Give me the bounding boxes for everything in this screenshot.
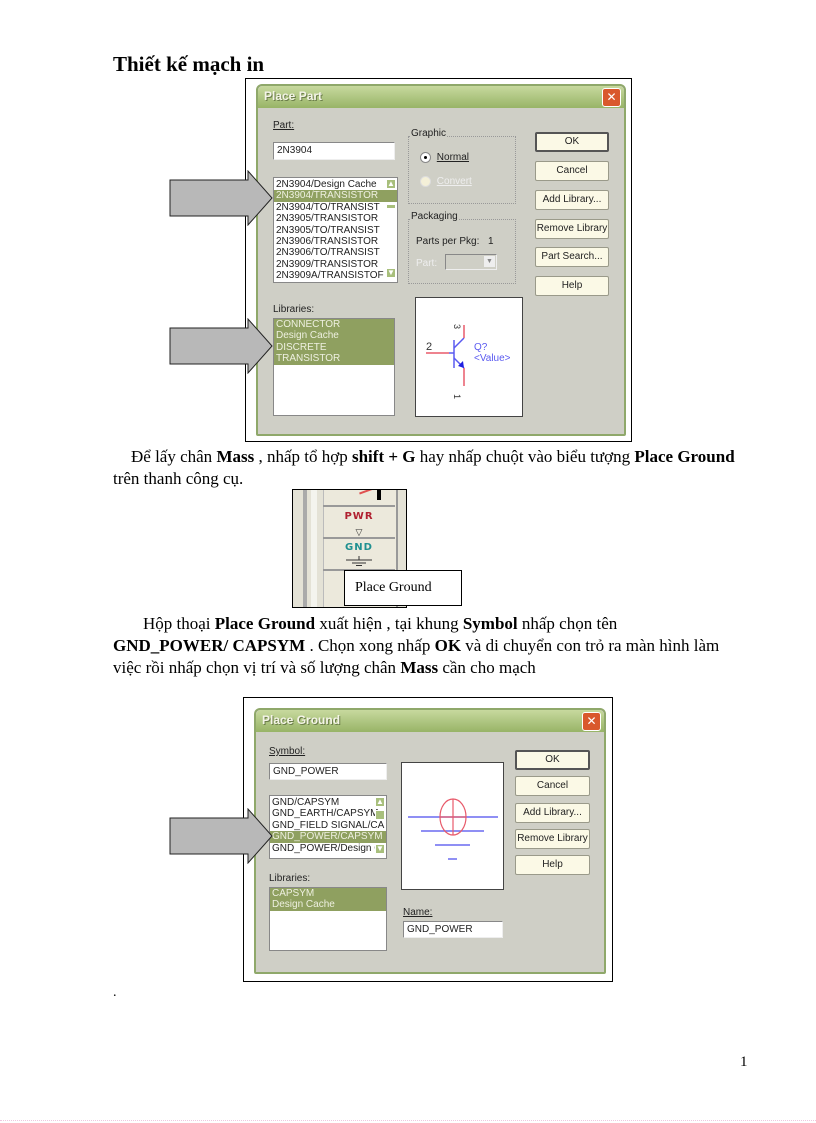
chevron-down-icon[interactable]: ▼: [484, 256, 495, 267]
place-part-screenshot: Place Part ✕ Part: 2N3904 2N3904/Design …: [245, 78, 632, 442]
dialog-titlebar: Place Ground ✕: [256, 710, 604, 732]
list-item[interactable]: GND_FIELD SIGNAL/CA: [272, 819, 385, 831]
library-item[interactable]: DISCRETE: [274, 341, 394, 354]
part-input[interactable]: 2N3904: [273, 142, 395, 160]
ground-preview: [401, 762, 504, 890]
scrollbar-thumb[interactable]: [386, 204, 396, 209]
close-button[interactable]: ✕: [602, 88, 621, 107]
svg-text:2: 2: [426, 341, 432, 353]
name-label: Name:: [403, 907, 433, 918]
place-ground-tooltip: Place Ground: [344, 570, 462, 606]
svg-text:Q?: Q?: [474, 342, 488, 353]
page-heading: Thiết kế mạch in: [113, 52, 265, 76]
library-item[interactable]: TRANSISTOR: [274, 353, 394, 365]
arrow-pointer-icon: [169, 808, 273, 864]
place-part-dialog: Place Part ✕ Part: 2N3904 2N3904/Design …: [256, 84, 626, 436]
scroll-down-icon[interactable]: ▼: [386, 268, 396, 278]
ground-symbol-preview-icon: [408, 798, 498, 860]
cancel-button[interactable]: Cancel: [515, 776, 590, 796]
packaging-group: [408, 219, 516, 284]
trailing-dot: .: [113, 985, 117, 1000]
libraries-list[interactable]: CONNECTOR Design Cache DISCRETE TRANSIST…: [273, 318, 395, 416]
transistor-symbol-icon: 2 3 1 Q? <Value>: [426, 324, 511, 399]
part-preview: 2 3 1 Q? <Value>: [415, 297, 523, 417]
close-button[interactable]: ✕: [582, 712, 601, 731]
power-symbol-icon: ▽: [355, 527, 363, 537]
paragraph-place-ground-hint: Để lấy chân Mass , nhấp tổ hợp shift + G…: [113, 447, 735, 488]
place-ground-button[interactable]: GND: [323, 539, 395, 571]
libraries-label: Libraries:: [269, 873, 311, 884]
symbol-label: Symbol:: [269, 746, 306, 757]
ok-button[interactable]: OK: [515, 750, 590, 770]
packaging-group-title: Packaging: [410, 211, 459, 222]
help-button[interactable]: Help: [515, 855, 590, 875]
libraries-label: Libraries:: [273, 304, 315, 315]
list-item[interactable]: 2N3905/TO/TRANSIST: [276, 224, 380, 236]
name-input[interactable]: GND_POWER: [403, 921, 503, 938]
scroll-down-icon[interactable]: ▼: [375, 844, 385, 854]
page-number: 1: [740, 1054, 748, 1070]
parts-per-pkg-value: 1: [488, 236, 494, 247]
scrollbar-thumb[interactable]: [375, 810, 385, 820]
list-item[interactable]: 2N3906/TRANSISTOR: [276, 235, 379, 247]
arrow-pointer-icon: [169, 318, 273, 374]
list-item[interactable]: 2N3904/TO/TRANSIST: [276, 201, 380, 213]
parts-per-pkg-label: Parts per Pkg:: [416, 236, 480, 247]
radio-disabled-icon: [420, 176, 431, 187]
power-icon-label: PWR: [344, 511, 374, 522]
place-power-button[interactable]: PWR ▽: [323, 507, 395, 539]
part-label: Part:: [273, 120, 295, 131]
parts-list[interactable]: 2N3904/Design Cache 2N3904/TRANSISTOR 2N…: [273, 177, 398, 283]
list-item[interactable]: 2N3905/TRANSISTOR: [276, 213, 379, 225]
graphic-group: [408, 136, 516, 204]
page-boundary-line: [0, 1120, 816, 1121]
list-item[interactable]: GND/CAPSYM: [272, 797, 340, 808]
scroll-up-icon[interactable]: ▲: [386, 179, 396, 189]
symbol-list[interactable]: GND/CAPSYM GND_EARTH/CAPSYM GND_FIELD SI…: [269, 795, 387, 859]
list-item-selected[interactable]: 2N3904/TRANSISTOR: [274, 190, 397, 202]
graphic-group-title: Graphic: [410, 128, 448, 139]
list-item[interactable]: 2N3909A/TRANSISTOF: [276, 270, 384, 282]
ground-symbol-icon: [346, 556, 372, 566]
radio-normal[interactable]: Normal: [420, 152, 469, 163]
library-item[interactable]: CAPSYM: [270, 888, 386, 900]
radio-selected-icon: [420, 152, 431, 163]
radio-convert[interactable]: Convert: [420, 176, 472, 187]
library-item[interactable]: Design Cache: [274, 330, 394, 342]
list-item[interactable]: 2N3906/TO/TRANSIST: [276, 247, 380, 259]
list-item[interactable]: GND_EARTH/CAPSYM: [272, 808, 379, 820]
add-library-button[interactable]: Add Library...: [515, 803, 590, 823]
dialog-title: Place Ground: [262, 713, 341, 727]
libraries-list[interactable]: CAPSYM Design Cache: [269, 887, 387, 951]
help-button[interactable]: Help: [535, 276, 609, 296]
svg-text:3: 3: [452, 324, 462, 329]
cancel-button[interactable]: Cancel: [535, 161, 609, 181]
svg-text:<Value>: <Value>: [474, 353, 511, 364]
add-library-button[interactable]: Add Library...: [535, 190, 609, 210]
list-item-selected[interactable]: GND_POWER/CAPSYM: [270, 831, 386, 843]
scroll-up-icon[interactable]: ▲: [375, 797, 385, 807]
list-item[interactable]: GND_POWER/Design C: [272, 842, 382, 854]
place-ground-dialog: Place Ground ✕ Symbol: GND_POWER GND/CAP…: [254, 708, 606, 974]
wire-tool-icon[interactable]: [323, 490, 395, 507]
remove-library-button[interactable]: Remove Library: [515, 829, 590, 849]
library-item[interactable]: CONNECTOR: [274, 319, 394, 331]
dialog-title: Place Part: [264, 89, 323, 103]
remove-library-button[interactable]: Remove Library: [535, 219, 609, 239]
ok-button[interactable]: OK: [535, 132, 609, 152]
place-ground-screenshot: Place Ground ✕ Symbol: GND_POWER GND/CAP…: [243, 697, 613, 982]
paragraph-place-ground-dialog: Hộp thoại Place Ground xuất hiện , tại k…: [113, 614, 720, 677]
symbol-input[interactable]: GND_POWER: [269, 763, 387, 780]
list-item[interactable]: 2N3904/Design Cache: [276, 179, 377, 190]
svg-text:1: 1: [452, 394, 462, 399]
part-select-label: Part:: [416, 258, 438, 269]
arrow-pointer-icon: [169, 170, 273, 226]
list-item[interactable]: 2N3909/TRANSISTOR: [276, 258, 379, 270]
part-select[interactable]: ▼: [445, 254, 497, 270]
ground-icon-label: GND: [345, 542, 373, 553]
dialog-titlebar: Place Part ✕: [258, 86, 624, 108]
library-item[interactable]: Design Cache: [270, 899, 386, 911]
part-search-button[interactable]: Part Search...: [535, 247, 609, 267]
